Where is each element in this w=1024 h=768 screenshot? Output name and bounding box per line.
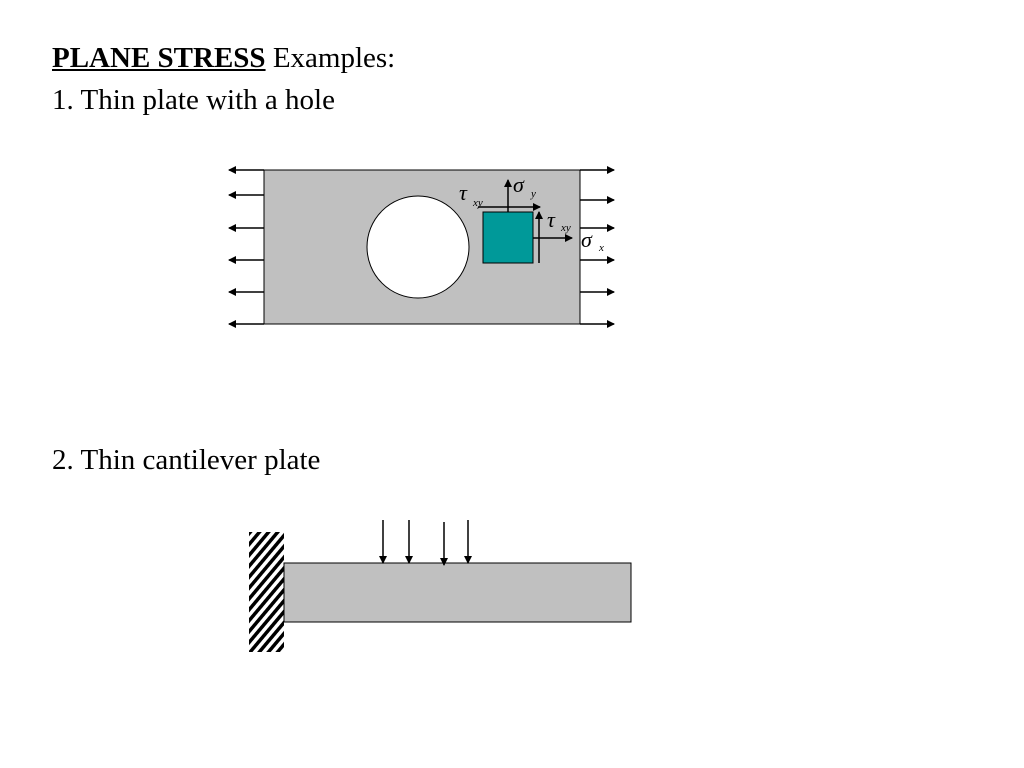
sigma-x-label: σ <box>581 227 593 252</box>
tau-label-top: τ <box>459 180 468 205</box>
cantilever-plate <box>283 562 632 623</box>
sigma-y-label: σ <box>513 172 525 197</box>
hole <box>366 195 470 299</box>
tau-label-right: τ <box>547 207 556 232</box>
cantilever-diagram <box>249 520 632 652</box>
y-subscript: y <box>530 188 536 200</box>
plate-with-hole-diagram: τ xy σ y τ xy σ x <box>228 166 615 328</box>
load-arrows <box>379 520 472 566</box>
right-traction-arrows <box>580 166 615 328</box>
x-subscript: x <box>598 242 604 254</box>
xy-subscript-right: xy <box>560 222 571 234</box>
example-1-label: 1. Thin plate with a hole <box>52 84 335 116</box>
stress-arrows <box>478 179 573 263</box>
fixed-wall-hatch <box>249 532 284 652</box>
stress-element <box>482 211 534 264</box>
title-plane-stress: PLANE STRESS <box>52 42 266 74</box>
title-examples: Examples: <box>265 42 396 74</box>
left-traction-arrows <box>228 166 264 328</box>
xy-subscript-top: xy <box>472 197 483 209</box>
example-2-label: 2. Thin cantilever plate <box>52 444 321 476</box>
slide-title: PLANE STRESS Examples: <box>52 44 395 73</box>
